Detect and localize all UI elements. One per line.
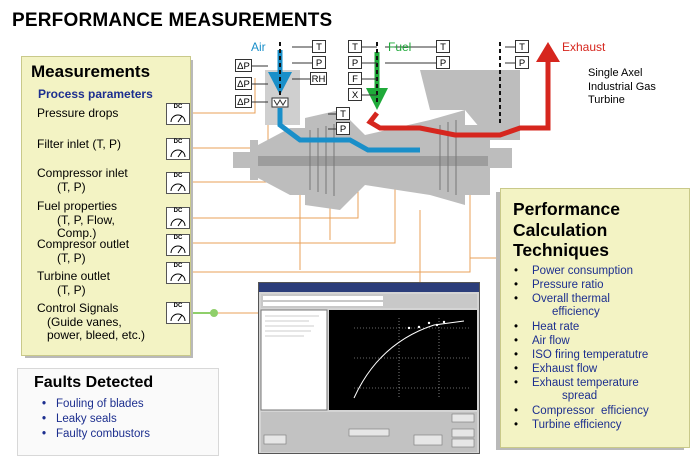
performance-item: •Pressure ratio bbox=[514, 279, 604, 291]
performance-item: •ISO firing temperatutre bbox=[514, 349, 649, 361]
dc-gauge-icon: DC bbox=[166, 302, 190, 324]
dc-gauge-icon: DC bbox=[166, 172, 190, 194]
turbine-caption: Single Axel Industrial Gas Turbine bbox=[588, 67, 656, 108]
measurement-item: Control Signals (Guide vanes, power, ble… bbox=[37, 301, 146, 342]
faults-heading: Faults Detected bbox=[34, 374, 154, 391]
measurement-item: Turbine outlet (T, P) bbox=[37, 269, 110, 297]
dc-gauge-icon: DC bbox=[166, 103, 190, 125]
measurement-item: Pressure drops bbox=[37, 106, 119, 120]
sensor-p-combustor: P bbox=[436, 56, 450, 69]
fault-item: •Fouling of blades bbox=[42, 398, 144, 410]
sensor-t-exhaust: T bbox=[515, 40, 529, 53]
exhaust-arrow bbox=[536, 42, 560, 62]
sensor-t-air: T bbox=[312, 40, 326, 53]
measurements-heading: Measurements bbox=[31, 62, 151, 81]
control-signal-dot bbox=[210, 309, 218, 317]
faults-panel: Faults Detected •Fouling of blades •Leak… bbox=[17, 368, 219, 456]
dc-gauge-icon: DC bbox=[166, 234, 190, 256]
performance-item: •Heat rate bbox=[514, 321, 580, 333]
measurement-item: Fuel properties (T, P, Flow, Comp.) bbox=[37, 199, 118, 240]
measurement-item: Filter inlet (T, P) bbox=[37, 137, 122, 151]
air-label: Air bbox=[251, 40, 266, 54]
turbine-shaft bbox=[258, 156, 488, 166]
dc-gauge-icon: DC bbox=[166, 138, 190, 160]
fuel-label: Fuel bbox=[388, 40, 412, 54]
sensor-t-combustor: T bbox=[436, 40, 450, 53]
measurements-panel: Measurements Process parameters Pressure… bbox=[21, 56, 191, 356]
measurement-item: Compresor outlet (T, P) bbox=[37, 237, 130, 265]
sensor-t-compressor: T bbox=[336, 107, 350, 120]
sensor-x-fuel: X bbox=[348, 88, 362, 101]
blades bbox=[309, 120, 457, 196]
sensor-rh-air: RH bbox=[310, 72, 327, 85]
exhaust-path bbox=[366, 60, 551, 138]
performance-item: •Exhaust flow bbox=[514, 363, 598, 375]
process-parameters-subheading: Process parameters bbox=[38, 87, 153, 101]
page-title: PERFORMANCE MEASUREMENTS bbox=[12, 10, 333, 31]
sensor-f-fuel: F bbox=[348, 72, 362, 85]
air-arrow bbox=[268, 72, 292, 95]
performance-item: •Turbine efficiency bbox=[514, 419, 622, 431]
sensor-dp-3: ΔP bbox=[235, 95, 252, 108]
dc-gauge-icon: DC bbox=[166, 207, 190, 229]
sensor-dp-1: ΔP bbox=[235, 59, 252, 72]
sensor-t-fuel: T bbox=[348, 40, 362, 53]
sensor-p-exhaust: P bbox=[515, 56, 529, 69]
sensor-p-compressor: P bbox=[336, 122, 350, 135]
measurement-item: Compressor inlet (T, P) bbox=[37, 166, 128, 194]
performance-heading: Performance Calculation Techniques bbox=[513, 199, 620, 260]
turbine-caption-line: Single Axel bbox=[588, 67, 643, 79]
dc-gauge-icon: DC bbox=[166, 262, 190, 284]
filter-element bbox=[271, 97, 289, 108]
sensor-dp-2: ΔP bbox=[235, 77, 252, 90]
turbine-caption-line: Turbine bbox=[588, 94, 625, 106]
sensor-p-fuel: P bbox=[348, 56, 362, 69]
fault-item: •Leaky seals bbox=[42, 413, 117, 425]
sensor-connectors bbox=[252, 46, 515, 130]
software-screenshot bbox=[258, 282, 480, 454]
turbine-caption-line: Industrial Gas bbox=[588, 80, 656, 93]
performance-item: •Power consumption bbox=[514, 265, 633, 277]
fault-item: •Faulty combustors bbox=[42, 428, 150, 440]
performance-item: •Compressor efficiency bbox=[514, 405, 649, 417]
performance-panel: Performance Calculation Techniques •Powe… bbox=[500, 188, 690, 448]
performance-item: •Air flow bbox=[514, 335, 570, 347]
exhaust-label: Exhaust bbox=[562, 40, 606, 54]
sensor-p-air: P bbox=[312, 56, 326, 69]
